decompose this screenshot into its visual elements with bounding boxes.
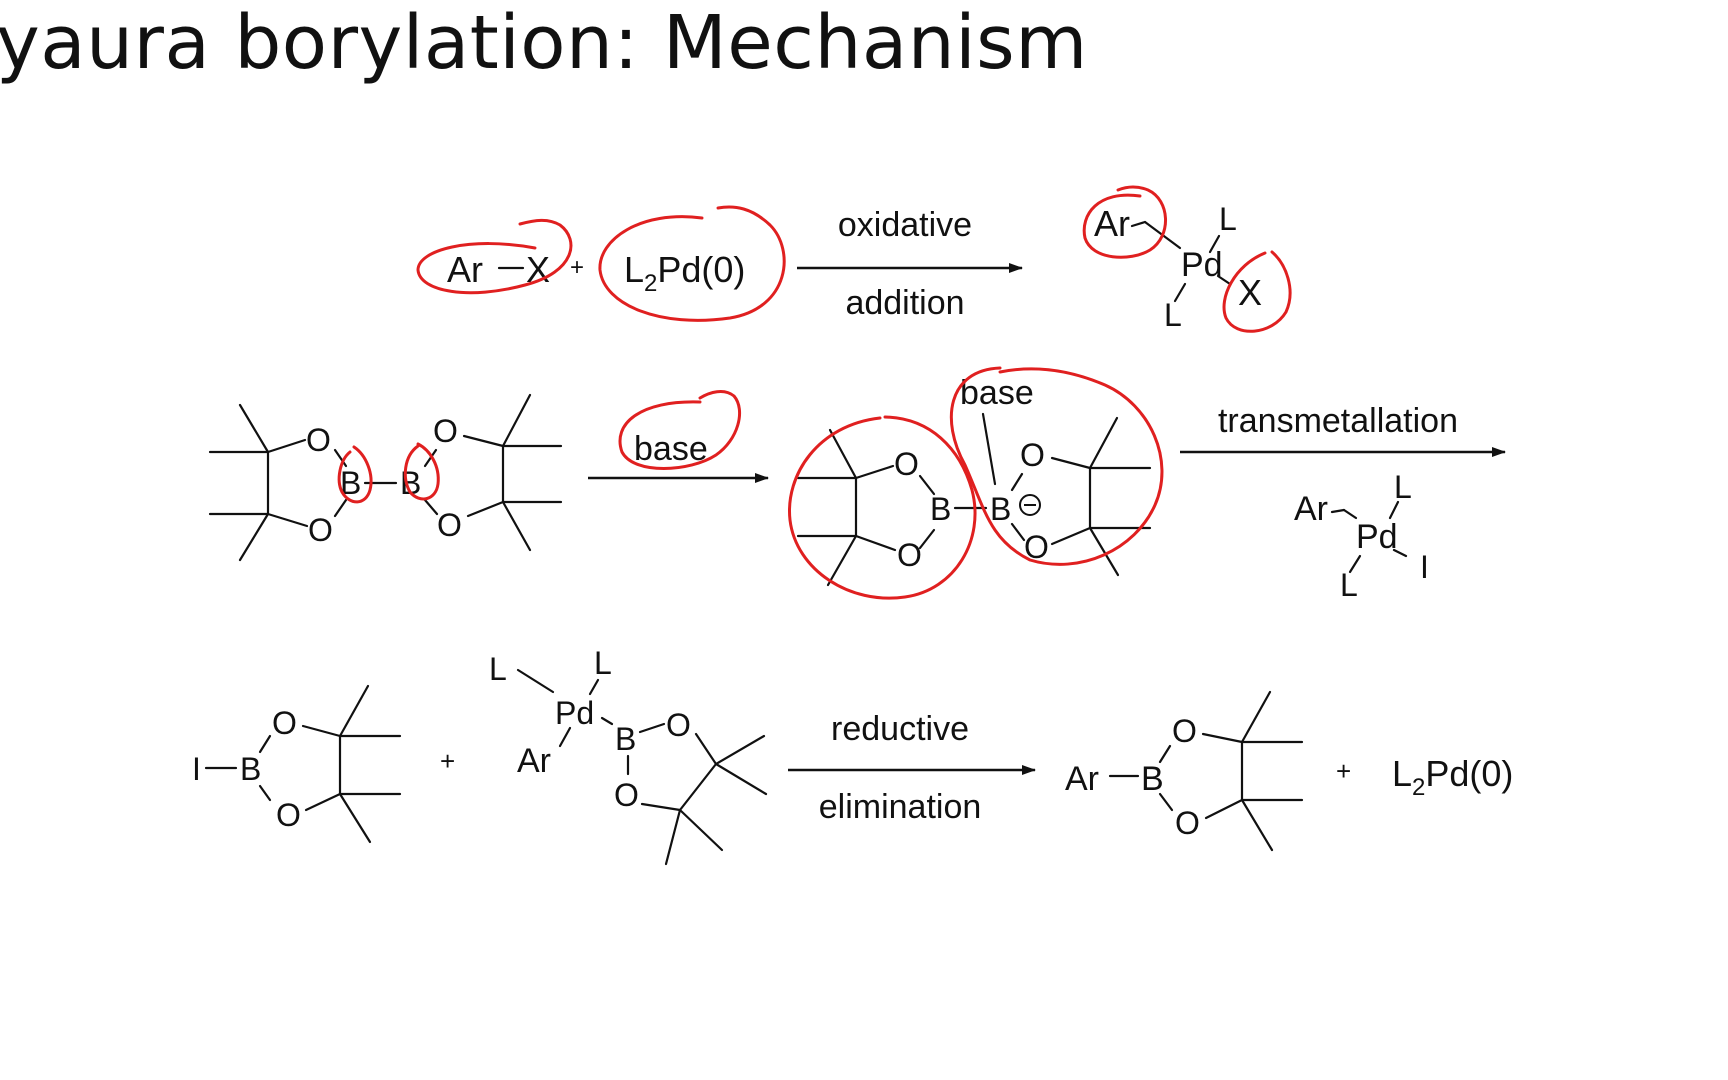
oxygen-label: O	[897, 537, 922, 573]
aryl-palladium-iodide: Ar Pd L L I	[1294, 469, 1429, 603]
arrow-label-reductive: reductive	[831, 710, 969, 748]
oxygen-label: O	[1020, 437, 1045, 473]
circle-annotation-boron	[337, 445, 373, 504]
ligand-label: L	[1219, 201, 1237, 237]
circle-annotation-boron	[403, 442, 440, 501]
oxygen-label: O	[666, 707, 691, 743]
oxygen-label: O	[1172, 713, 1197, 749]
boron-label: B	[930, 491, 951, 527]
ligand-label: L	[1340, 567, 1358, 603]
boron-label: B	[615, 721, 636, 757]
arrow-label-transmetallation: transmetallation	[1218, 402, 1458, 440]
ligand-label: L	[594, 645, 612, 681]
oxygen-label: O	[433, 413, 458, 449]
arrow-label-oxidative: oxidative	[838, 206, 972, 244]
borate-ate-complex: O O B B base O O	[796, 374, 1152, 587]
ligand-label: L	[489, 651, 507, 687]
oxygen-label: O	[276, 797, 301, 833]
circle-annotation-halide	[1222, 250, 1292, 333]
iodide-label: I	[1420, 549, 1429, 585]
pd-halide-label: X	[1238, 272, 1262, 313]
boron-label: B	[240, 751, 261, 787]
oxygen-label: O	[1175, 805, 1200, 841]
aryl-halide: Ar X	[447, 249, 550, 290]
circle-annotation-left-pinacol	[788, 415, 977, 600]
arrow-label-addition: addition	[845, 284, 964, 322]
plus-sign: +	[570, 254, 584, 281]
boron-label: B	[400, 465, 421, 501]
oxygen-label: O	[894, 446, 919, 482]
oxygen-label: O	[306, 422, 331, 458]
palladium-label: Pd	[555, 695, 594, 731]
red-annotations	[337, 185, 1292, 600]
negative-charge-icon	[1019, 494, 1041, 516]
boron-label: B	[1141, 760, 1164, 798]
aryl-palladium-boryl: L L Pd Ar B O O	[489, 645, 768, 866]
iodo-pinacolborane: I B O O	[192, 684, 402, 844]
circle-annotation-ar-x	[416, 218, 573, 295]
palladium-label: Pd	[1356, 518, 1398, 556]
iodine-label: I	[192, 751, 201, 787]
arrow-label-base: base	[634, 430, 708, 468]
oxygen-label: O	[437, 507, 462, 543]
aryl-label: Ar	[447, 249, 483, 290]
b2pin2: O O B B O O	[208, 393, 563, 562]
catalyst-l2pd0: L2Pd(0)	[624, 249, 745, 297]
boron-label: B	[340, 465, 361, 501]
aryl-palladium-halide: Ar Pd L L X	[1094, 201, 1262, 333]
plus-sign: +	[1336, 756, 1351, 786]
aryl-pinacolboronate: Ar B O O	[1065, 690, 1304, 852]
plus-sign: +	[440, 746, 455, 776]
circle-annotation-l2pd0	[598, 205, 786, 322]
circle-annotation-borate	[949, 366, 1164, 566]
pd-aryl-label: Ar	[517, 742, 551, 780]
base-label: base	[960, 374, 1034, 412]
ligand-label: L	[1164, 297, 1182, 333]
oxygen-label: O	[308, 512, 333, 548]
aryl-label: Ar	[1065, 760, 1099, 798]
palladium-label: Pd	[1181, 246, 1223, 284]
boron-label: B	[990, 491, 1011, 527]
arrow-label-elimination: elimination	[819, 788, 982, 826]
circle-annotation-base	[618, 390, 742, 470]
oxygen-label: O	[272, 705, 297, 741]
catalyst-l2pd0: L2Pd(0)	[1392, 753, 1513, 801]
slide-title: yaura borylation: Mechanism	[0, 0, 1088, 86]
oxygen-label: O	[614, 777, 639, 813]
pd-aryl-label: Ar	[1294, 490, 1328, 528]
circle-annotation-aryl	[1082, 185, 1167, 259]
ligand-label: L	[1394, 469, 1412, 505]
pd-aryl-label: Ar	[1094, 203, 1130, 244]
